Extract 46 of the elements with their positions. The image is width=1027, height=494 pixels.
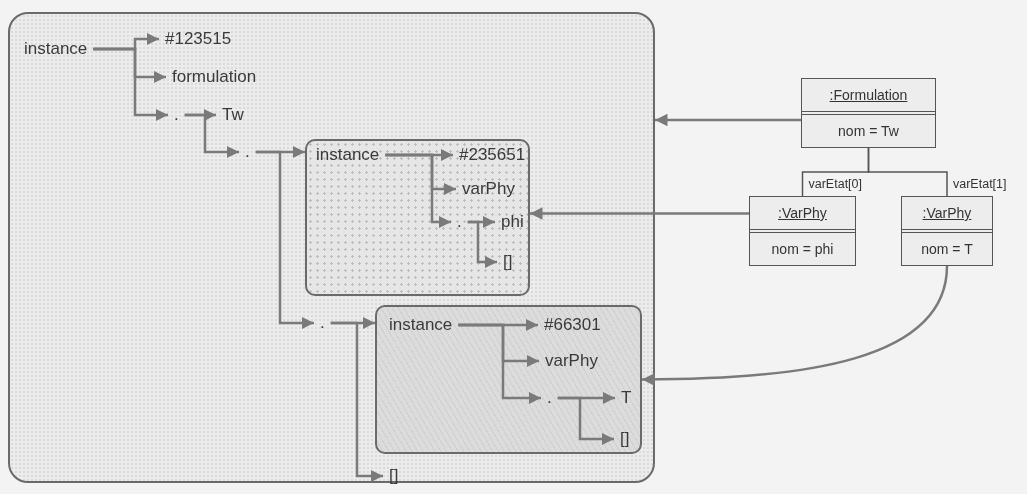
rounded-panel [375, 305, 642, 454]
arrow [655, 113, 801, 127]
tree-label: . [547, 388, 552, 408]
object-box [801, 78, 936, 148]
tree-label: [] [620, 429, 630, 449]
arrow [458, 323, 541, 405]
attribute-text: nom = Tw [837, 122, 900, 141]
arrow [385, 153, 451, 229]
arrow [93, 47, 168, 122]
rounded-panel [8, 12, 655, 483]
arrow [557, 396, 614, 446]
tree-label: instance [389, 315, 453, 335]
arrow [255, 150, 314, 330]
tree-label: . [457, 212, 462, 232]
tree-label: [] [389, 466, 399, 486]
tree-label: [] [503, 252, 513, 272]
rounded-panel [305, 139, 530, 296]
tree-label: phi [501, 212, 524, 232]
tree-label: #123515 [165, 29, 232, 49]
edge-label: varEtat[0] [807, 177, 863, 192]
tree-label: #66301 [544, 315, 601, 335]
arrow [184, 113, 239, 159]
tree-label: #235651 [459, 145, 526, 165]
attribute-text: nom = T [920, 240, 974, 259]
object-name: :VarPhy [750, 197, 855, 233]
object-name: :VarPhy [902, 197, 992, 233]
arrow [330, 321, 383, 483]
tree-label: Tw [222, 105, 244, 125]
object-box [901, 196, 993, 266]
arrow [467, 220, 497, 269]
tree-label: varPhy [462, 179, 515, 199]
tree-label: . [320, 313, 325, 333]
arrow [530, 207, 749, 220]
edge-label: varEtat[1] [952, 177, 1008, 192]
tree-label: instance [24, 39, 88, 59]
arrow [642, 265, 949, 386]
attribute-text: nom = phi [770, 240, 835, 259]
object-box [749, 196, 856, 266]
object-name: :Formulation [802, 79, 935, 115]
tree-label: varPhy [545, 351, 598, 371]
tree-label: T [621, 388, 632, 408]
connector-line [867, 147, 948, 197]
tree-label: . [245, 142, 250, 162]
tree-label: formulation [172, 67, 257, 87]
tree-label: instance [316, 145, 380, 165]
tree-label: . [174, 105, 179, 125]
